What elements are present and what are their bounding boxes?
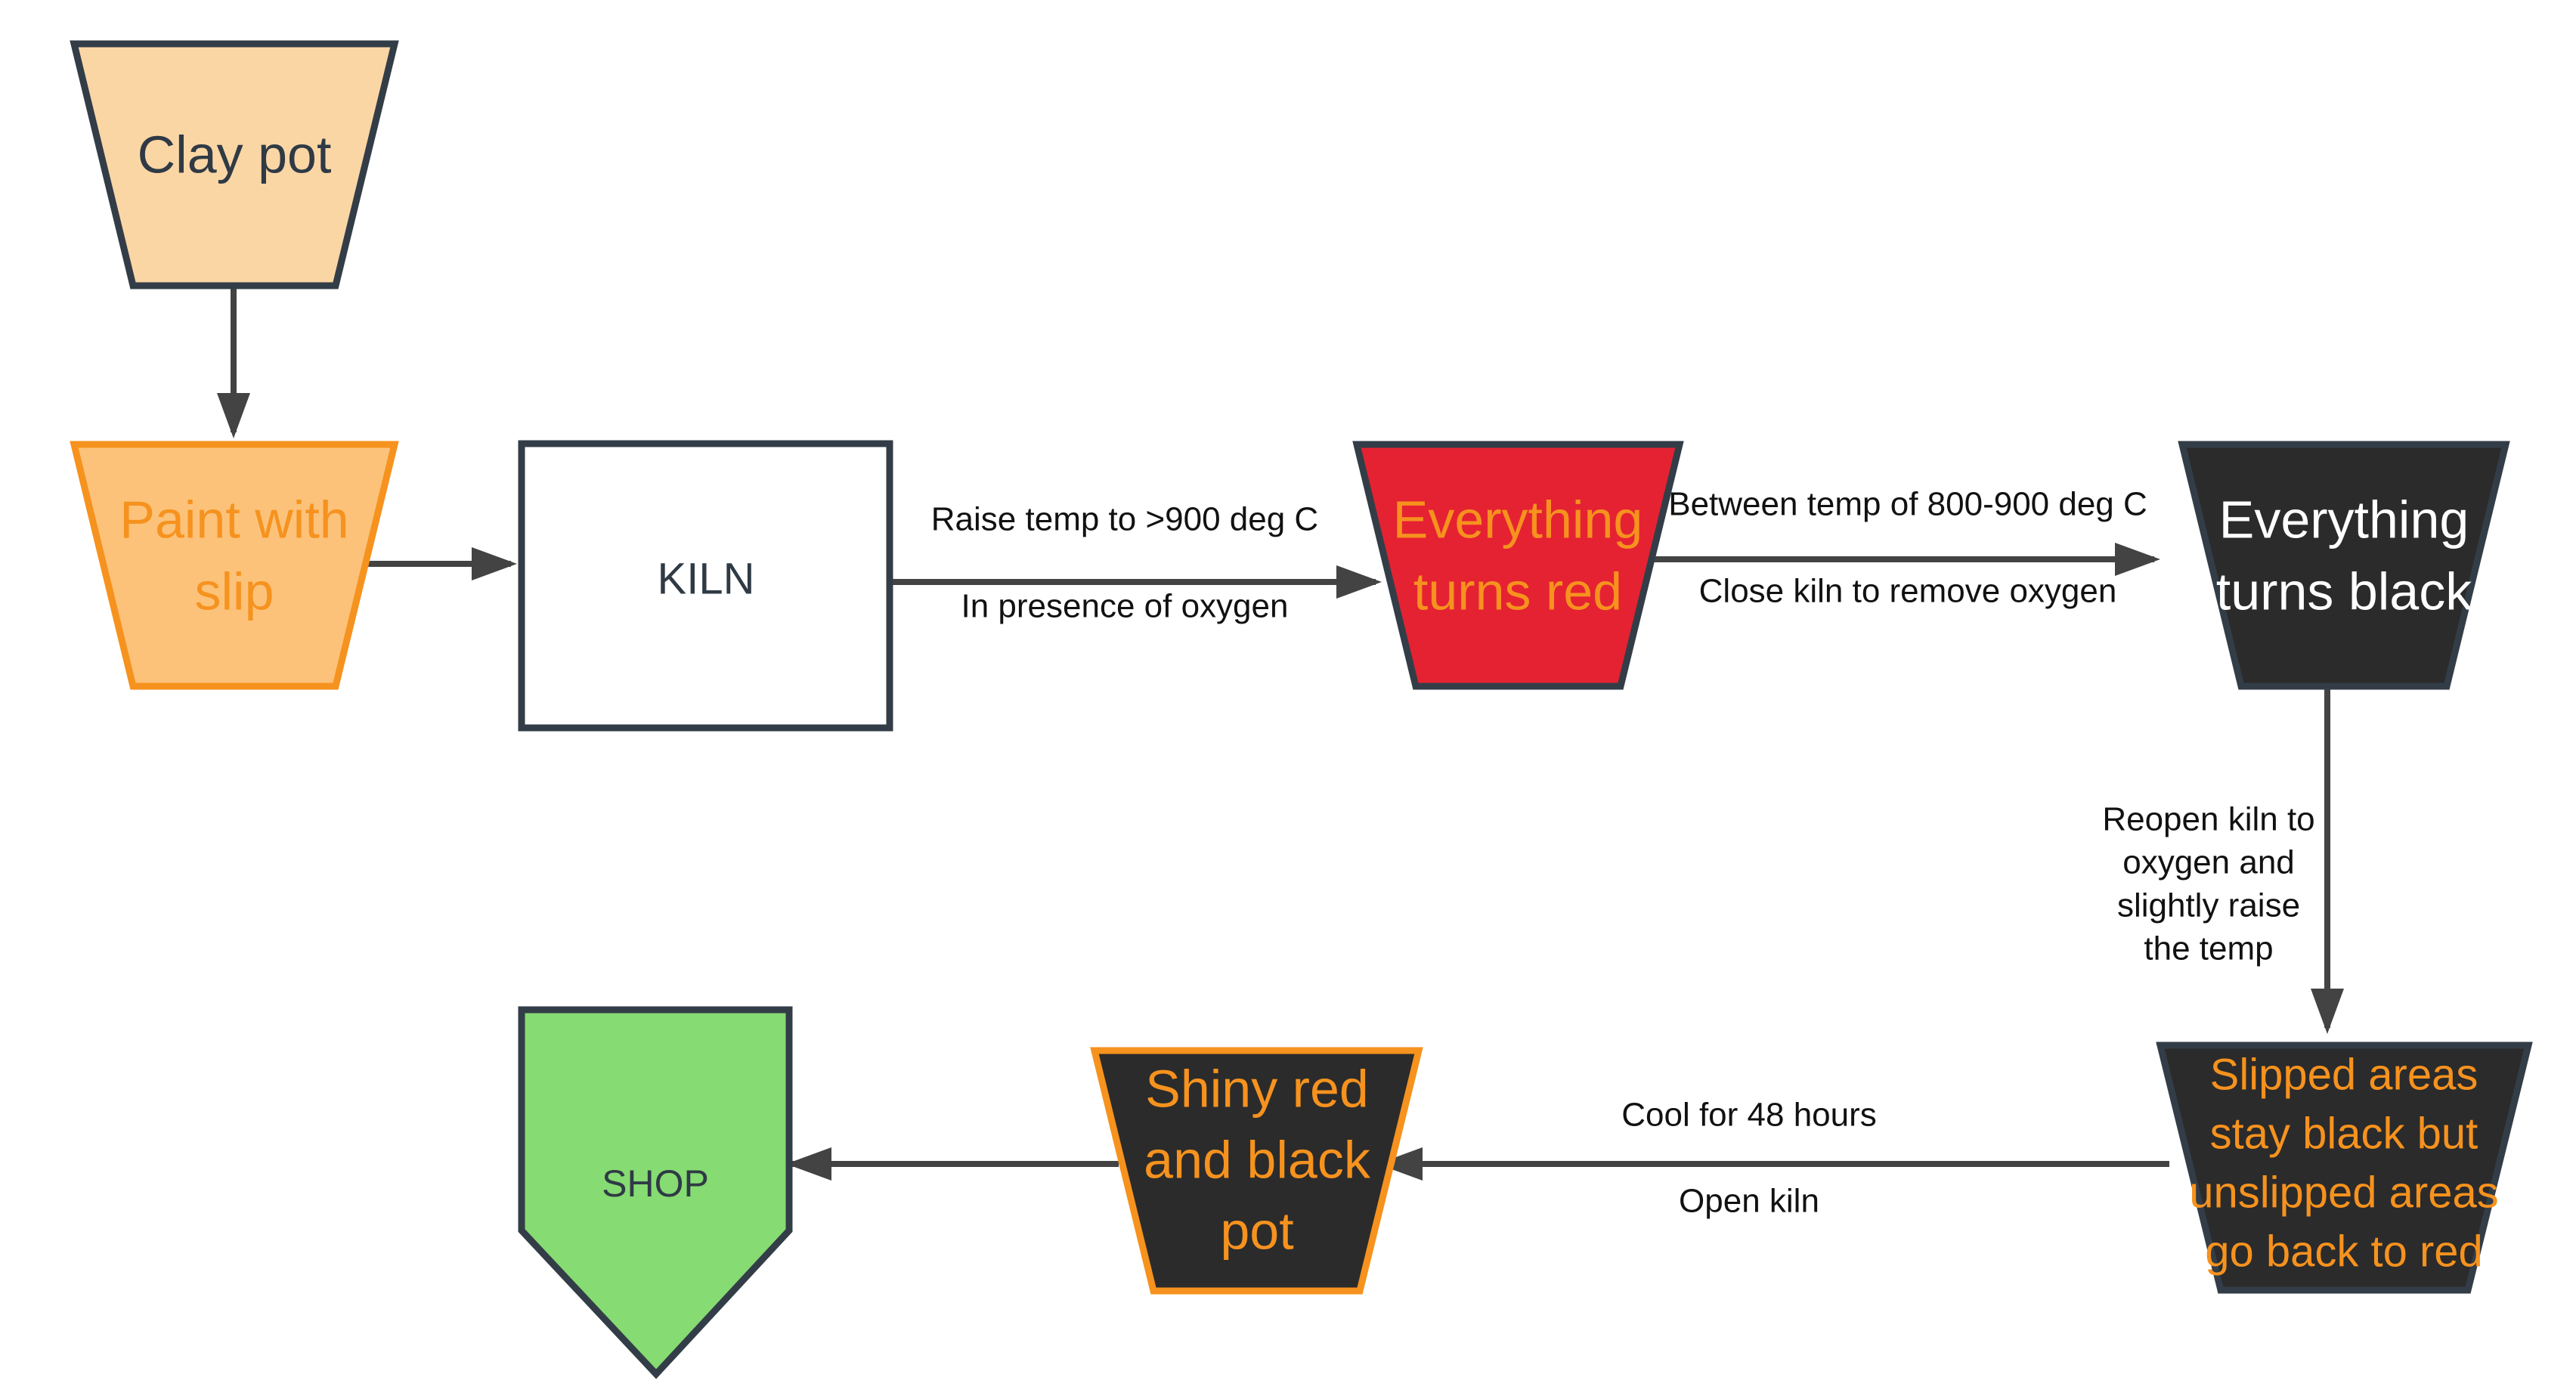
node-paint-with-slip[interactable]: Paint with slip <box>70 441 399 690</box>
node-everything-red[interactable]: Everything turns red <box>1352 441 1684 690</box>
everything-black-label-line1: Everything <box>2219 490 2469 549</box>
edge-labels: Raise temp to >900 deg C In presence of … <box>931 486 2315 1220</box>
everything-red-label-line2: turns red <box>1413 562 1622 621</box>
kiln-label: KILN <box>658 554 755 603</box>
edge-red-to-black-top-label: Between temp of 800-900 deg C <box>1668 486 2147 523</box>
shop-label: SHOP <box>602 1162 709 1205</box>
node-everything-black[interactable]: Everything turns black <box>2178 441 2510 690</box>
edge-slipped-to-shiny-bottom-label: Open kiln <box>1679 1183 1819 1220</box>
edge-black-to-slipped-label-line1: Reopen kiln to <box>2102 801 2314 838</box>
edge-kiln-to-red-top-label: Raise temp to >900 deg C <box>931 501 1318 538</box>
paint-with-slip-label-line2: slip <box>194 562 274 621</box>
edge-slipped-to-shiny-top-label: Cool for 48 hours <box>1621 1097 1877 1134</box>
slipped-areas-label-line2: stay black but <box>2210 1109 2478 1158</box>
paint-with-slip-label-line1: Paint with <box>119 490 348 549</box>
shiny-pot-label-line1: Shiny red <box>1145 1059 1369 1118</box>
clay-pot-label: Clay pot <box>138 125 332 184</box>
edge-kiln-to-red-bottom-label: In presence of oxygen <box>961 588 1289 625</box>
shiny-pot-label-line2: and black <box>1144 1130 1371 1189</box>
edge-black-to-slipped-label-line2: oxygen and <box>2122 844 2295 881</box>
slipped-areas-label-line4: go back to red <box>2205 1227 2483 1276</box>
everything-red-label-line1: Everything <box>1393 490 1643 549</box>
edges <box>217 289 2344 1181</box>
shiny-pot-label-line3: pot <box>1220 1201 1293 1260</box>
node-kiln[interactable]: KILN <box>518 440 893 732</box>
slipped-areas-label-line1: Slipped areas <box>2210 1050 2478 1099</box>
node-shiny-pot[interactable]: Shiny red and black pot <box>1090 1047 1423 1295</box>
edge-red-to-black-bottom-label: Close kiln to remove oxygen <box>1699 573 2117 610</box>
node-shop[interactable]: SHOP <box>518 1006 793 1379</box>
slipped-areas-label-line3: unslipped areas <box>2189 1168 2499 1217</box>
edge-black-to-slipped-label-line4: the temp <box>2144 930 2273 967</box>
edge-black-to-slipped-label-line3: slightly raise <box>2117 887 2300 924</box>
node-clay-pot[interactable]: Clay pot <box>70 40 399 289</box>
everything-black-label-line2: turns black <box>2216 562 2472 621</box>
node-slipped-areas[interactable]: Slipped areas stay black but unslipped a… <box>2156 1042 2533 1294</box>
